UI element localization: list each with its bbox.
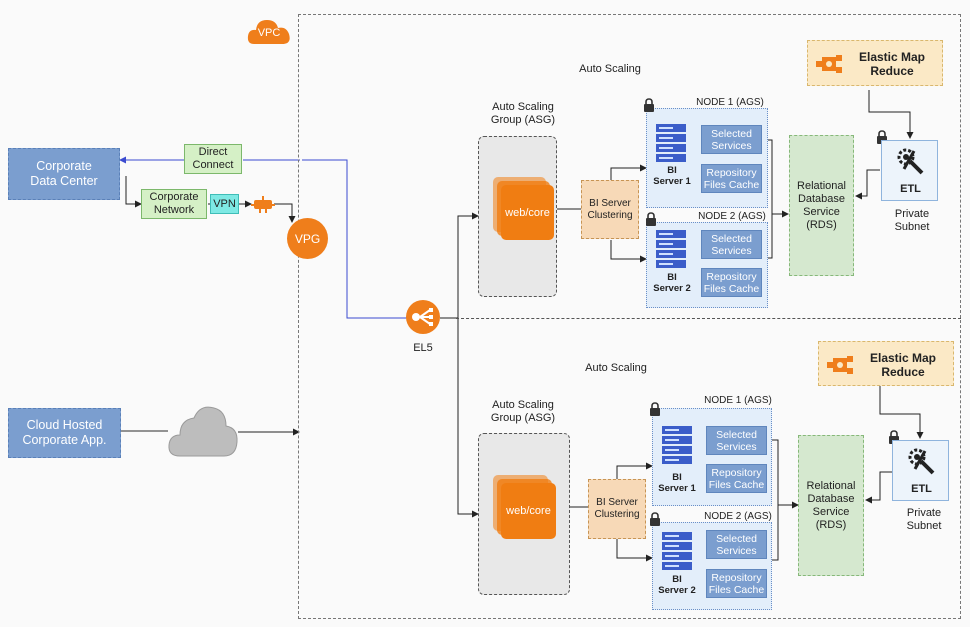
elastic-map-reduce[interactable]: Elastic Map Reduce (818, 341, 954, 386)
selected-services[interactable]: Selected Services (706, 426, 767, 455)
vpg-gateway[interactable]: VPG (287, 218, 328, 259)
bi-server-1: BI Server 1 (653, 165, 691, 187)
section-divider (456, 318, 961, 319)
corporate-data-center[interactable]: Corporate Data Center (8, 148, 120, 200)
auto-scaling-label: Auto Scaling (585, 362, 647, 374)
etl-label: ETL (900, 183, 921, 195)
repository-files-cache[interactable]: Repository Files Cache (701, 268, 762, 297)
etl-label: ETL (911, 483, 932, 495)
direct-connect-box[interactable]: Direct Connect (184, 144, 242, 174)
server-rack-icon (656, 124, 686, 162)
bi-server-clustering[interactable]: BI Server Clustering (588, 479, 646, 539)
node-1-label: NODE 1 (AGS) (696, 97, 764, 108)
node-2-label: NODE 2 (AGS) (698, 211, 766, 222)
webcore-instance[interactable]: web/core (501, 185, 554, 240)
bi-server-1: BI Server 1 (658, 472, 696, 494)
etl-box[interactable]: ETL (892, 440, 949, 501)
emr-label: Elastic Map Reduce (869, 351, 937, 379)
repository-files-cache[interactable]: Repository Files Cache (701, 164, 762, 193)
lock-icon (643, 98, 655, 112)
auto-scaling-label: Auto Scaling (579, 63, 641, 75)
bi-server-clustering[interactable]: BI Server Clustering (581, 180, 639, 239)
cloud-icon (166, 400, 240, 460)
asg-label: Auto Scaling Group (ASG) (490, 101, 556, 126)
vpn-box[interactable]: VPN (210, 194, 239, 214)
load-balancer-icon[interactable] (406, 300, 440, 334)
lock-icon (649, 512, 661, 526)
router-icon (251, 195, 275, 215)
selected-services[interactable]: Selected Services (706, 530, 767, 559)
selected-services[interactable]: Selected Services (701, 125, 762, 154)
corporate-network-box[interactable]: Corporate Network (141, 189, 207, 219)
private-subnet-label: Private Subnet (894, 208, 930, 233)
repository-files-cache[interactable]: Repository Files Cache (706, 464, 767, 493)
etl-tools-icon (896, 147, 924, 175)
repository-files-cache[interactable]: Repository Files Cache (706, 569, 767, 598)
node-2-label: NODE 2 (AGS) (704, 511, 772, 522)
etl-box[interactable]: ETL (881, 140, 938, 201)
bi-server-2: BI Server 2 (658, 574, 696, 596)
cloud-vpc-icon: VPC (246, 16, 292, 46)
server-rack-icon (662, 532, 692, 570)
emr-label: Elastic Map Reduce (858, 50, 926, 78)
node-1-label: NODE 1 (AGS) (704, 395, 772, 406)
cloud-hosted-app[interactable]: Cloud Hosted Corporate App. (8, 408, 121, 458)
bi-server-2: BI Server 2 (653, 272, 691, 294)
lock-icon (649, 402, 661, 416)
rds-database[interactable]: Relational Database Service (RDS) (789, 135, 854, 276)
emr-icon (816, 51, 842, 77)
lock-icon (645, 212, 657, 226)
vpc-boundary (298, 14, 961, 619)
vpc-label: VPC (257, 27, 281, 39)
asg-label: Auto Scaling Group (ASG) (490, 399, 556, 424)
webcore-instance[interactable]: web/core (501, 483, 556, 539)
server-rack-icon (656, 230, 686, 268)
rds-database[interactable]: Relational Database Service (RDS) (798, 435, 864, 576)
server-rack-icon (662, 426, 692, 464)
private-subnet-label: Private Subnet (906, 507, 942, 532)
emr-icon (827, 352, 853, 378)
elastic-map-reduce[interactable]: Elastic Map Reduce (807, 40, 943, 86)
selected-services[interactable]: Selected Services (701, 230, 762, 259)
elb-label: EL5 (413, 342, 433, 354)
etl-tools-icon (907, 447, 935, 475)
